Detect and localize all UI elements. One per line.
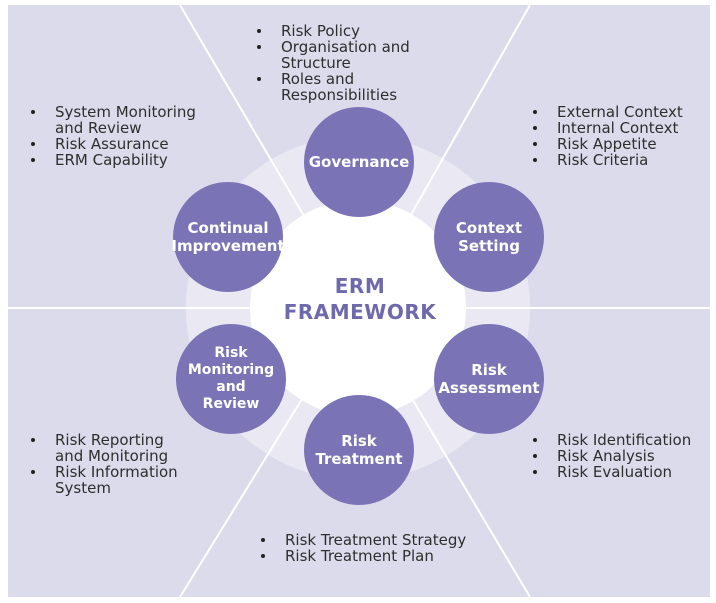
hub-circle: [250, 200, 466, 416]
list-item: System Monitoring and Review: [28, 104, 205, 136]
list-item: Risk Appetite: [530, 136, 705, 152]
list-item: Risk Policy: [254, 23, 474, 39]
center-title: ERM FRAMEWORK: [260, 273, 460, 325]
list-item: Risk Reporting and Monitoring: [28, 432, 195, 464]
list-item: Organisation and Structure: [254, 39, 416, 71]
list-item: Roles and Responsibilities: [254, 71, 474, 103]
list-item: Risk Treatment Plan: [258, 548, 478, 564]
continual-improvement-list: System Monitoring and Review Risk Assura…: [28, 104, 208, 168]
risk-assessment-list: Risk Identification Risk Analysis Risk E…: [530, 432, 710, 480]
center-title-line-1: ERM: [334, 274, 386, 298]
context-setting-list: External Context Internal Context Risk A…: [530, 104, 705, 168]
governance-list: Risk Policy Organisation and Structure R…: [254, 23, 474, 103]
node-risk-assessment: Risk Assessment: [434, 324, 544, 434]
risk-treatment-list: Risk Treatment Strategy Risk Treatment P…: [258, 532, 478, 564]
list-item: Risk Information System: [28, 464, 180, 496]
list-item: Internal Context: [530, 120, 705, 136]
list-item: Risk Treatment Strategy: [258, 532, 478, 548]
node-governance: Governance: [304, 107, 414, 217]
list-item: Risk Criteria: [530, 152, 705, 168]
list-item: Risk Analysis: [530, 448, 710, 464]
list-item: Risk Identification: [530, 432, 710, 448]
list-item: External Context: [530, 104, 705, 120]
node-context-setting: Context Setting: [434, 182, 544, 292]
node-risk-treatment: Risk Treatment: [304, 395, 414, 505]
list-item: Risk Assurance: [28, 136, 208, 152]
node-risk-monitoring-and-review: Risk Monitoring and Review: [176, 324, 286, 434]
center-title-line-2: FRAMEWORK: [283, 300, 437, 324]
list-item: Risk Evaluation: [530, 464, 710, 480]
list-item: ERM Capability: [28, 152, 208, 168]
risk-monitoring-list: Risk Reporting and Monitoring Risk Infor…: [28, 432, 208, 496]
node-continual-improvement: Continual Improvement: [171, 182, 285, 292]
